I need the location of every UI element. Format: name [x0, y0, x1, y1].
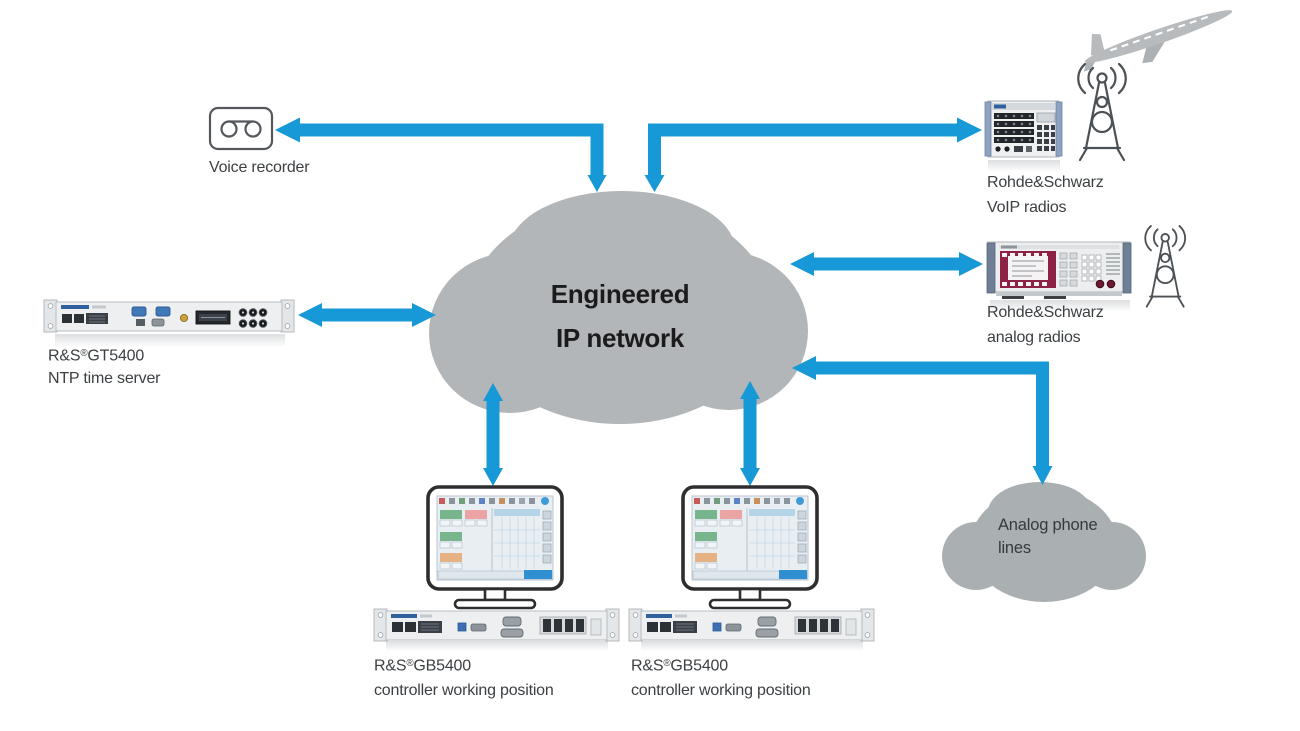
- controller-2-model: R&S®GB5400: [631, 657, 728, 675]
- ntp-server-image: [43, 299, 295, 333]
- cloud-title-line2: IP network: [555, 323, 684, 353]
- arrow-cloud-ntp-server: [298, 303, 436, 327]
- arrow-cloud-controller-2: [740, 381, 760, 486]
- cloud-title-line1: Engineered: [550, 279, 690, 309]
- controller-2-description: controller working position: [631, 682, 811, 700]
- rack-2-reflection: [641, 641, 863, 651]
- controller-1-description: controller working position: [374, 682, 554, 700]
- analog-phone-lines-line1: Analog phone: [998, 516, 1098, 534]
- central-network-cloud: [429, 191, 808, 424]
- analog-phone-lines-label: Analog phone lines: [998, 514, 1098, 560]
- voice-recorder-icon: [208, 106, 274, 151]
- radio-tower-icon-analog: [1144, 225, 1187, 308]
- voip-radios-brand: Rohde&Schwarz: [987, 174, 1104, 191]
- ntp-server-reflection: [55, 334, 285, 347]
- ntp-server-label: R&S®GT5400 NTP time server: [48, 342, 160, 390]
- arrow-cloud-voice-recorder: [275, 117, 607, 192]
- ntp-server-description: NTP time server: [48, 370, 161, 388]
- controller-1-model: R&S®GB5400: [374, 657, 471, 675]
- analog-phone-lines-cloud: [942, 482, 1146, 602]
- analog-radio-image: [986, 241, 1132, 299]
- voip-radio-image: [984, 100, 1063, 158]
- monitor-image-2: [681, 485, 819, 610]
- arrow-cloud-analog-radios: [790, 252, 983, 276]
- arrow-cloud-controller-1: [483, 383, 503, 486]
- voip-radio-reflection: [988, 160, 1060, 172]
- voip-radios-type: VoIP radios: [987, 199, 1067, 216]
- arrow-cloud-analog-phone-lines: [792, 356, 1053, 485]
- central-cloud-title: Engineered IP network: [455, 272, 785, 360]
- analog-radios-type: analog radios: [987, 329, 1081, 346]
- voice-recorder-label: Voice recorder: [209, 159, 310, 176]
- rack-image-1: [373, 608, 620, 642]
- controller-1-label: R&S®GB5400 controller working position: [374, 651, 554, 703]
- analog-phone-lines-line2: lines: [998, 539, 1031, 557]
- airplane-icon: [1083, 10, 1233, 72]
- ntp-server-model: R&S®GT5400: [48, 347, 145, 365]
- analog-radio-reflection: [990, 300, 1130, 312]
- analog-radios-label: Rohde&Schwarz analog radios: [987, 300, 1104, 350]
- rack-image-2: [628, 608, 875, 642]
- controller-2-label: R&S®GB5400 controller working position: [631, 651, 811, 703]
- arrow-cloud-voip-radios: [644, 117, 982, 192]
- analog-radios-brand: Rohde&Schwarz: [987, 304, 1104, 321]
- monitor-image-1: [426, 485, 564, 610]
- voip-radios-label: Rohde&Schwarz VoIP radios: [987, 170, 1104, 220]
- radio-tower-icon-voip: [1077, 62, 1127, 162]
- rack-1-reflection: [386, 641, 608, 651]
